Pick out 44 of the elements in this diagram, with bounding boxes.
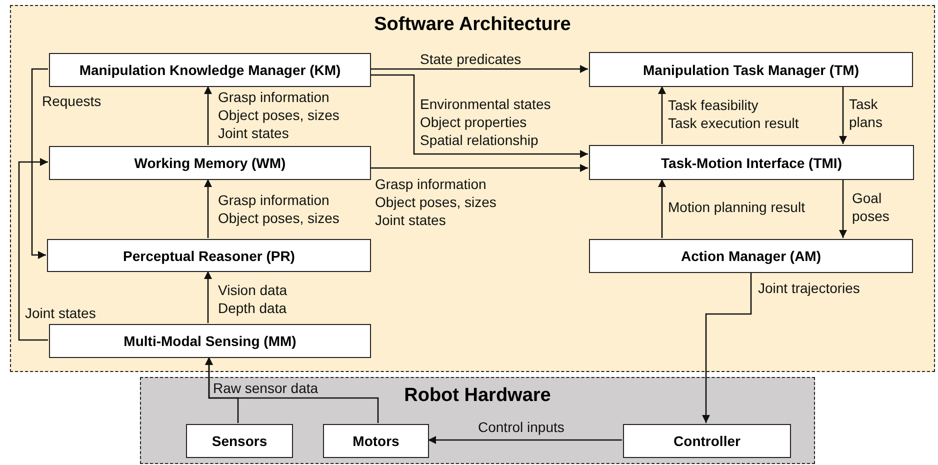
module-box: Controller <box>623 424 791 458</box>
arrow <box>702 272 752 423</box>
edge-label: Raw sensor data <box>213 379 318 397</box>
edge-label: Goal poses <box>852 189 890 225</box>
edge-label: Grasp information Object poses, sizes Joint states <box>375 175 496 229</box>
arrow <box>658 179 666 238</box>
arrow <box>839 179 847 238</box>
module-box: Perceptual Reasoner (PR) <box>47 239 371 272</box>
edge-label: Task plans <box>849 95 882 131</box>
edge-label: Joint trajectories <box>758 279 860 297</box>
arrow <box>839 86 847 144</box>
module-box: Action Manager (AM) <box>589 239 913 273</box>
edge-label: Environmental states Object properties Spatial relationship <box>420 95 551 149</box>
arrow <box>658 86 666 144</box>
arrow <box>18 158 48 341</box>
edge-label: Requests <box>42 92 102 110</box>
group-panel <box>10 5 935 372</box>
edge-label: State predicates <box>420 50 522 68</box>
edge-label: Grasp information Object poses, sizes <box>218 191 340 227</box>
module-box: Sensors <box>186 424 293 458</box>
module-box: Multi-Modal Sensing (MM) <box>49 324 371 358</box>
edge-label: Vision data Depth data <box>218 281 288 317</box>
arrow <box>204 86 212 145</box>
group-panel <box>140 377 815 464</box>
arrow <box>370 65 588 73</box>
edge-label: Joint states <box>25 304 96 322</box>
module-box: Manipulation Knowledge Manager (KM) <box>49 53 371 87</box>
panel-title: Software Architecture <box>374 14 571 36</box>
module-box: Task-Motion Interface (TMI) <box>589 145 914 180</box>
panel-title: Robot Hardware <box>404 385 551 407</box>
edge-label: Grasp information Object poses, sizes Joint states <box>218 88 340 142</box>
edge-label: Motion planning result <box>668 198 805 216</box>
edge-label: Control inputs <box>478 418 564 436</box>
arrow <box>205 357 379 423</box>
module-box: Motors <box>323 424 429 458</box>
arrow <box>204 179 212 238</box>
module-box: Manipulation Task Manager (TM) <box>589 52 913 87</box>
arrow <box>370 74 588 158</box>
arrow <box>204 271 212 323</box>
arrow <box>31 68 48 259</box>
module-box: Working Memory (WM) <box>49 146 371 180</box>
edge-label: Task feasibility Task execution result <box>668 96 799 132</box>
arrow <box>370 164 588 172</box>
arrow <box>428 436 622 444</box>
